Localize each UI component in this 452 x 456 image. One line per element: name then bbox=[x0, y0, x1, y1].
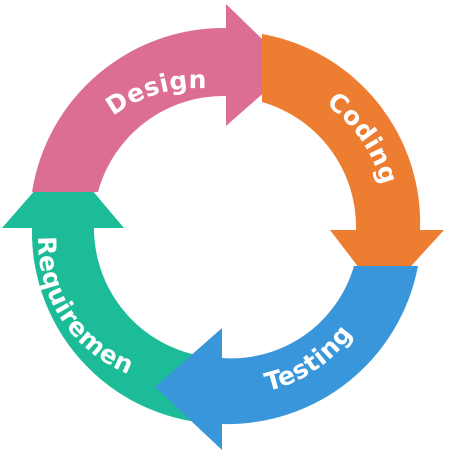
requirement-arrow bbox=[2, 157, 222, 424]
segment-testing: Testing bbox=[155, 266, 418, 450]
testing-arrow bbox=[155, 266, 418, 450]
segment-design: Design bbox=[32, 4, 292, 192]
design-arrow bbox=[32, 4, 292, 192]
coding-arrow bbox=[262, 34, 444, 298]
segment-coding: Coding bbox=[262, 34, 444, 298]
